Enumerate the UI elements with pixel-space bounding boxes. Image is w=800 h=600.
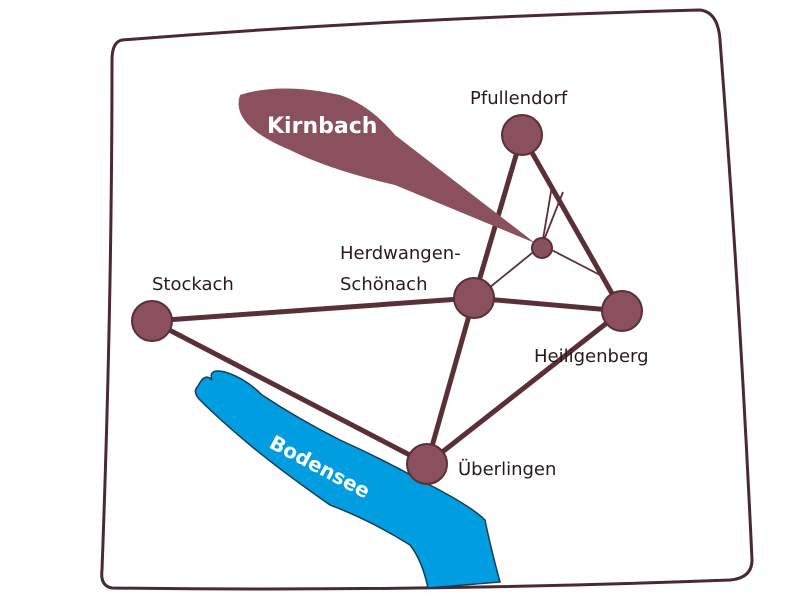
label-stockach: Stockach <box>152 274 234 295</box>
node-kirnbach[interactable] <box>531 237 553 259</box>
label-herdwangen-2: Schönach <box>340 274 428 295</box>
label-herdwangen-1: Herdwangen- <box>340 243 461 264</box>
town-nodes <box>131 114 643 485</box>
node-pfullendorf[interactable] <box>501 114 543 156</box>
label-ueberlingen: Überlingen <box>458 458 556 480</box>
road-heiligenberg-ueberlingen <box>424 308 625 467</box>
road-stockach-herdwangen <box>149 295 477 324</box>
map-frame <box>100 8 754 591</box>
lake-bodensee <box>194 370 501 589</box>
road-herdwangen-ueberlingen <box>424 295 477 467</box>
label-heiligenberg: Heiligenberg <box>534 346 649 367</box>
node-heiligenberg[interactable] <box>601 290 643 332</box>
road-stockach-ueberlingen <box>149 318 430 467</box>
kirnbach-label: Kirnbach <box>267 114 377 139</box>
road-herdwangen-heiligenberg <box>471 295 625 314</box>
node-stockach[interactable] <box>131 300 173 342</box>
label-pfullendorf: Pfullendorf <box>470 88 568 109</box>
roads <box>149 132 625 467</box>
road-pfullendorf-heiligenberg <box>519 132 625 314</box>
node-herdwangen[interactable] <box>453 277 495 319</box>
kirnbach-callout <box>238 88 536 243</box>
node-ueberlingen[interactable] <box>406 443 448 485</box>
